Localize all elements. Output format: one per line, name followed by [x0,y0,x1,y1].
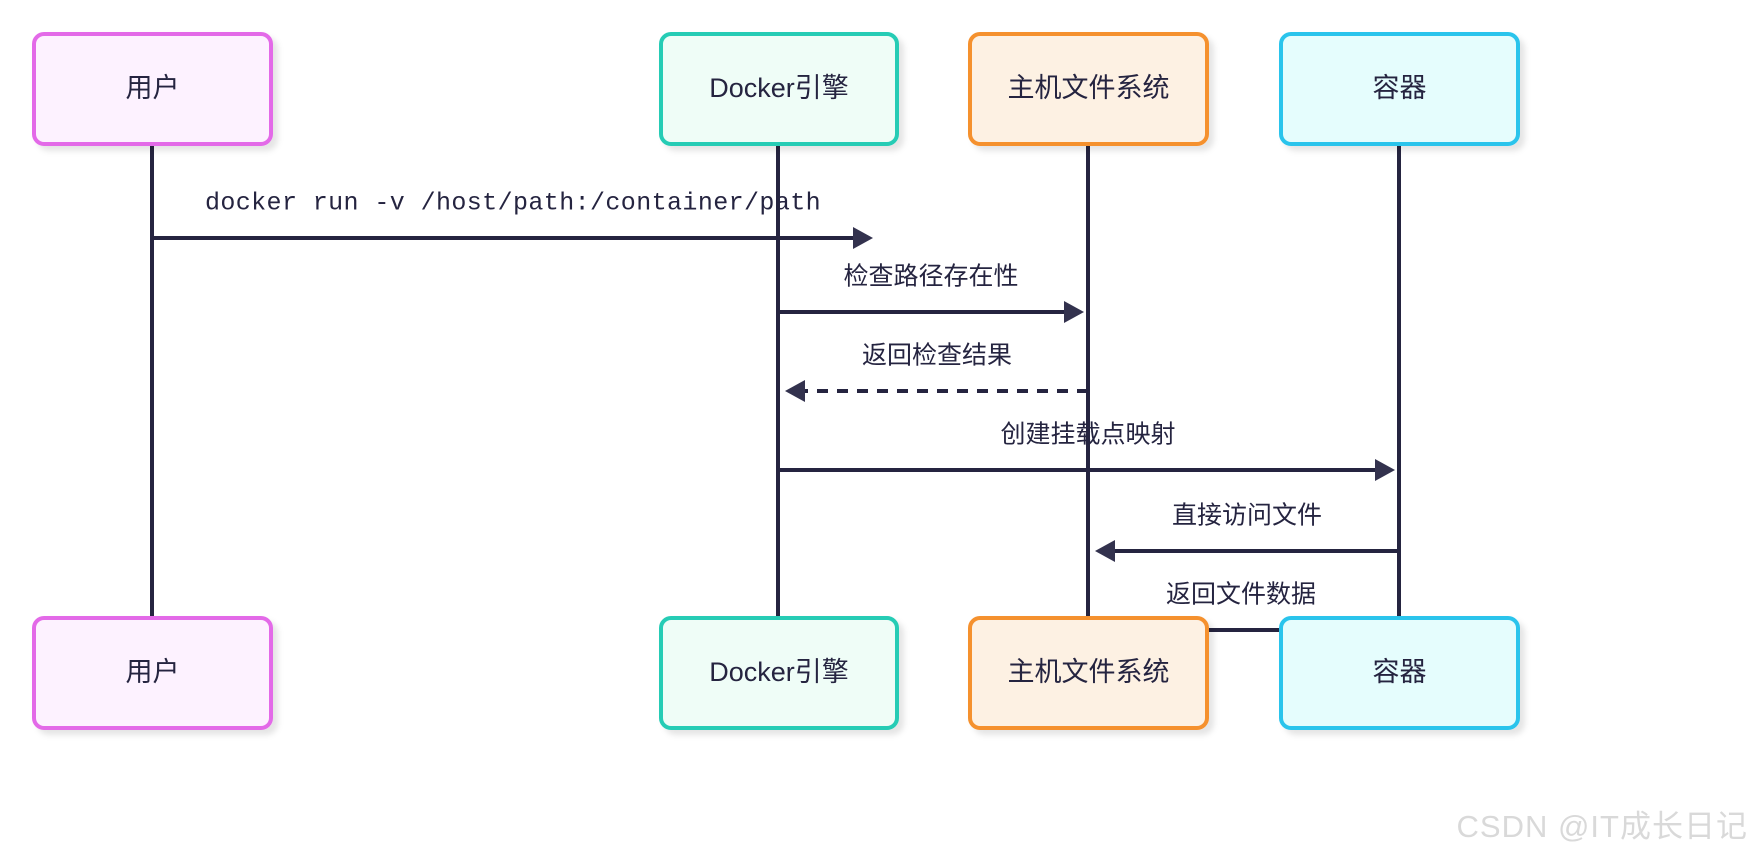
actor-user-bottom[interactable]: 用户 [32,616,273,730]
msg-return-check[interactable] [785,380,1088,402]
arrow-head-icon [785,380,805,402]
actor-box [968,616,1209,730]
arrow-head-icon [853,227,873,249]
actor-label: Docker引擎 [709,73,849,103]
actor-docker-bottom[interactable]: Docker引擎 [659,616,899,730]
lifelines-layer [150,144,1401,618]
msg-docker-run[interactable] [152,227,873,249]
message-label: 创建挂载点映射 [1000,421,1175,449]
actor-label: 主机文件系统 [1008,657,1170,687]
actor-box [968,32,1209,146]
arrow-head-icon [1095,540,1115,562]
arrow-head-icon [1064,301,1084,323]
msg-create-mount[interactable] [778,459,1395,481]
message-label: 直接访问文件 [1172,502,1322,530]
actor-label: 用户 [126,657,180,687]
messages-layer [152,227,1399,641]
actor-user-top[interactable]: 用户 [32,32,273,146]
arrow-head-icon [1375,459,1395,481]
actor-label: 容器 [1373,73,1427,103]
actor-label: 主机文件系统 [1008,73,1170,103]
actor-container-top[interactable]: 容器 [1279,32,1520,146]
message-label: 返回文件数据 [1166,581,1316,609]
message-label: 返回检查结果 [862,342,1012,370]
actor-hostfs-bottom[interactable]: 主机文件系统 [968,616,1209,730]
actor-box [1279,32,1520,146]
csdn-watermark: CSDN @IT成长日记 [1456,809,1748,844]
actor-hostfs-top[interactable]: 主机文件系统 [968,32,1209,146]
actor-docker-top[interactable]: Docker引擎 [659,32,899,146]
msg-direct-access[interactable] [1095,540,1399,562]
actor-box [659,616,899,730]
actor-box [1279,616,1520,730]
msg-check-path[interactable] [778,301,1084,323]
message-label: docker run -v /host/path:/container/path [205,189,821,218]
actor-label: Docker引擎 [709,657,849,687]
actor-box [32,616,273,730]
message-labels-layer: docker run -v /host/path:/container/path… [205,189,1322,609]
actor-label: 用户 [126,73,180,103]
actor-container-bottom[interactable]: 容器 [1279,616,1520,730]
actor-label: 容器 [1373,657,1427,687]
actor-box [659,32,899,146]
actor-box [32,32,273,146]
message-label: 检查路径存在性 [843,263,1018,291]
